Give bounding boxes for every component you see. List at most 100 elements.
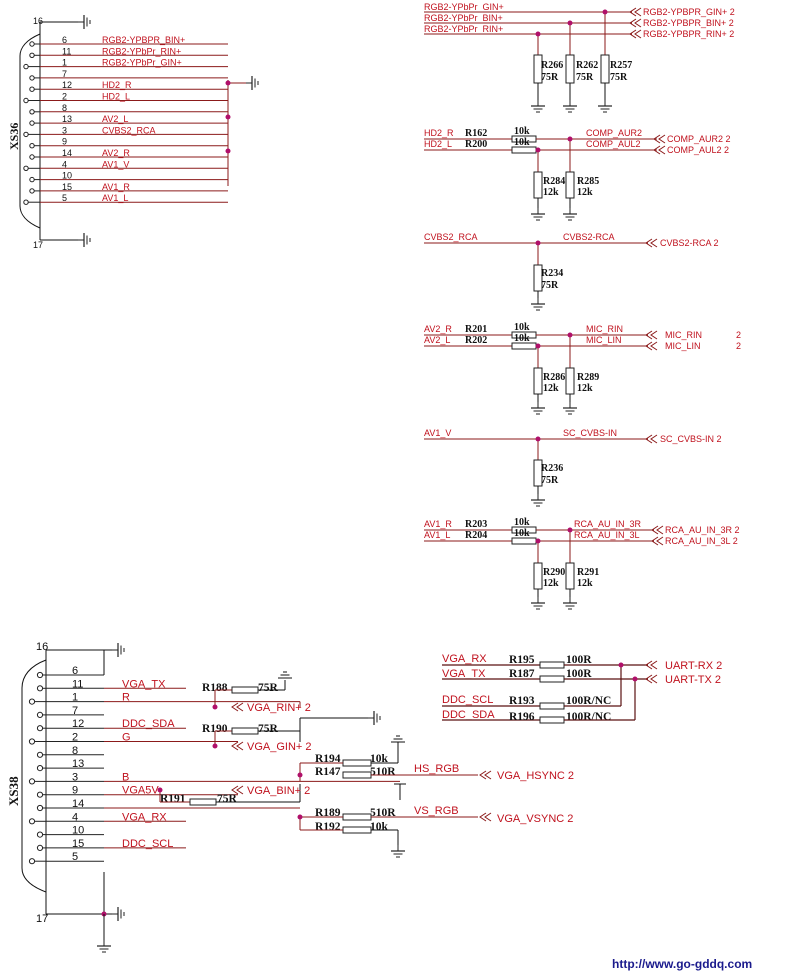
offpage-uart-tx[interactable]: UART-TX 2 — [665, 674, 721, 686]
val-r162: 10k — [514, 126, 530, 137]
ref-r194: R194 — [315, 753, 341, 765]
offpage-vga-rin[interactable]: VGA_RIN+ 2 — [247, 702, 311, 714]
val-r187: 100R — [566, 668, 592, 680]
xs38-pin-net: R — [122, 692, 130, 704]
val-r195: 100R — [566, 654, 592, 666]
val-r193: 100R/NC — [566, 695, 611, 707]
net-vga-rx-uart: VGA_RX — [442, 653, 487, 665]
offpage-mic-rin[interactable]: MIC_RIN — [665, 330, 702, 340]
ref-r193: R193 — [509, 695, 535, 707]
xs36-pin-number: 5 — [62, 193, 67, 203]
xs36-pin-net: AV1_V — [102, 159, 129, 169]
xs38-pin-contact — [36, 751, 44, 758]
xs38-pin-number: 11 — [72, 678, 83, 690]
offpage-comp-aur2[interactable]: COMP_AUR2 2 — [667, 134, 731, 144]
offpage-sc-cvbs-in[interactable]: SC_CVBS-IN 2 — [660, 434, 722, 444]
val-r266: 75R — [541, 72, 559, 83]
xs38-pin-contact — [36, 685, 44, 692]
val-r286: 12k — [543, 383, 559, 394]
offpage-comp-aul2[interactable]: COMP_AUL2 2 — [667, 145, 729, 155]
audio-block-av2: AV2_R AV2_L R201 R202 10k 10k MIC_RIN MI… — [424, 322, 741, 415]
net-av1-v: AV1_V — [424, 428, 451, 438]
xs36-pin-net: HD2_L — [102, 92, 130, 102]
audio-block-hd2: HD2_R HD2_L R162 R200 10k 10k COMP_AUR2 … — [424, 126, 731, 221]
xs38-pin-number: 1 — [72, 692, 78, 704]
watermark[interactable]: http://www.go-gddq.com — [612, 957, 752, 971]
offpage-rca-au-in-3r[interactable]: RCA_AU_IN_3R 2 — [665, 525, 740, 535]
offpage-vga-vsync[interactable]: VGA_VSYNC 2 — [497, 813, 573, 825]
xs38-pin-net: B — [122, 771, 129, 783]
net-comp-aur2: COMP_AUR2 — [586, 128, 642, 138]
offpage-vga-hsync[interactable]: VGA_HSYNC 2 — [497, 770, 574, 782]
xs38-pin-contact — [28, 698, 36, 705]
xs36-pin-number: 12 — [62, 80, 72, 90]
offpage-vga-gin[interactable]: VGA_GIN+ 2 — [247, 741, 312, 753]
xs38-pin-net: DDC_SCL — [122, 838, 173, 850]
video-block-cvbs2: CVBS2_RCA CVBS2-RCA CVBS2-RCA 2 R234 75R — [424, 232, 719, 311]
xs38-pin-number: 15 — [72, 838, 84, 850]
net-cvbs2-rca-out: CVBS2-RCA — [563, 232, 615, 242]
xs38-pin-contact — [28, 778, 36, 785]
val-r202: 10k — [514, 333, 530, 344]
offpage-ypbpr-bin[interactable]: RGB2-YPBPR_BIN+ 2 — [643, 18, 734, 28]
offpage-mic-lin[interactable]: MIC_LIN — [665, 341, 701, 351]
xs36-pin-contact — [29, 188, 35, 194]
xs36-pin-net: AV1_L — [102, 193, 128, 203]
ref-r192: R192 — [315, 821, 341, 833]
xs38-pin-contact — [28, 858, 36, 865]
offpage-rca-au-in-3l[interactable]: RCA_AU_IN_3L 2 — [665, 536, 738, 546]
net-av2-r: AV2_R — [424, 324, 452, 334]
net-sc-cvbs-in: SC_CVBS-IN — [563, 428, 617, 438]
val-r291: 12k — [577, 578, 593, 589]
net-hd2-l: HD2_L — [424, 139, 452, 149]
ref-r201: R201 — [465, 324, 487, 335]
xs36-pin-contact — [29, 176, 35, 183]
uart-block: VGA_RX VGA_TX DDC_SCL DDC_SDA R195 R187 … — [442, 653, 722, 724]
ref-r200: R200 — [465, 139, 487, 150]
xs36-pin-number: 15 — [62, 182, 72, 192]
xs36-pin-number: 8 — [62, 103, 67, 113]
xs38-pin-number: 6 — [72, 665, 78, 677]
ref-r236: R236 — [541, 463, 563, 474]
xs36-pin-number: 9 — [62, 137, 67, 147]
xs38-ref: XS38 — [6, 776, 21, 806]
xs36-pin-number: 2 — [62, 92, 67, 102]
ref-r147: R147 — [315, 766, 341, 778]
xs38-pin-number: 12 — [72, 718, 84, 730]
offpage-uart-rx[interactable]: UART-RX 2 — [665, 660, 722, 672]
xs38-pin-contact — [36, 804, 44, 812]
xs36-top-pin: 16 — [33, 16, 43, 26]
xs38-bottom-pin: 17 — [36, 913, 48, 925]
offpage-cvbs2-rca[interactable]: CVBS2-RCA 2 — [660, 238, 719, 248]
ref-r202: R202 — [465, 335, 487, 346]
net-av1-r: AV1_R — [424, 519, 452, 529]
xs38-pin-contact — [28, 738, 36, 745]
net-vs-rgb: VS_RGB — [414, 805, 459, 817]
ref-r266: R266 — [541, 60, 563, 71]
ref-r190: R190 — [202, 723, 228, 735]
xs38-pin-contact — [28, 818, 36, 825]
ypbpr-line-gin: RGB2-YPbPr_GIN+ — [424, 2, 504, 12]
xs36-pin-number: 11 — [62, 46, 71, 56]
offpage-vga-bin[interactable]: VGA_BIN+ 2 — [247, 785, 310, 797]
val-r191: 75R — [217, 793, 238, 805]
xs36-pin-contact — [29, 109, 35, 115]
val-r234: 75R — [541, 280, 559, 291]
xs38-pin-number: 2 — [72, 732, 78, 744]
xs38-pin-contact — [36, 725, 44, 732]
xs36-pin-contact — [23, 97, 29, 104]
xs36-ref: XS36 — [7, 123, 21, 150]
offpage-ypbpr-rin[interactable]: RGB2-YPBPR_RIN+ 2 — [643, 29, 734, 39]
ref-r289: R289 — [577, 372, 599, 383]
offpage-mic-lin-sheet: 2 — [736, 341, 741, 351]
xs38-pin-contact — [36, 671, 44, 679]
ref-r285: R285 — [577, 176, 599, 187]
ref-r262: R262 — [576, 60, 598, 71]
net-vga-tx-uart: VGA_TX — [442, 668, 486, 680]
xs38-pin-contact — [36, 791, 44, 798]
offpage-ypbpr-gin[interactable]: RGB2-YPBPR_GIN+ 2 — [643, 7, 735, 17]
net-comp-aul2: COMP_AUL2 — [586, 139, 641, 149]
offpage-mic-rin-sheet: 2 — [736, 330, 741, 340]
